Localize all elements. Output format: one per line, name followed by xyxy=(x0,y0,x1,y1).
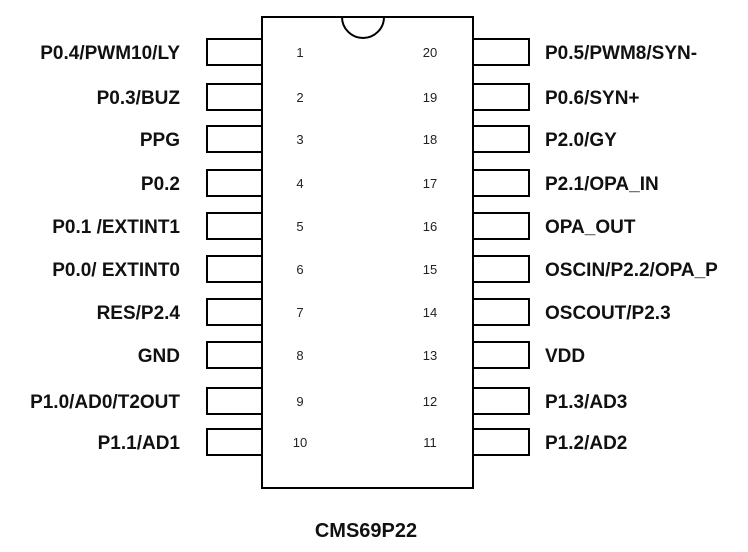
pin-6-lead xyxy=(206,255,263,283)
pin-13-number: 13 xyxy=(423,348,437,363)
pin-11-number: 11 xyxy=(423,435,437,450)
pin-2-number: 2 xyxy=(296,90,303,105)
pin-17-lead xyxy=(472,169,530,197)
pin-10-number: 10 xyxy=(293,435,307,450)
pin-4-label: P0.2 xyxy=(141,174,180,195)
pin-5-number: 5 xyxy=(296,219,303,234)
pin-15-label: OSCIN/P2.2/OPA_P xyxy=(545,260,718,281)
pin-18-label: P2.0/GY xyxy=(545,130,617,151)
pin-19-label: P0.6/SYN+ xyxy=(545,88,640,109)
pin-1-lead xyxy=(206,38,263,66)
pin-20-lead xyxy=(472,38,530,66)
pin-2-label: P0.3/BUZ xyxy=(97,88,181,109)
pin-10-label: P1.1/AD1 xyxy=(98,433,181,454)
pin-11-lead xyxy=(472,428,530,456)
pin-1-number: 1 xyxy=(296,45,303,60)
pin-4-number: 4 xyxy=(296,176,303,191)
pin-14-number: 14 xyxy=(423,305,437,320)
pin-3-lead xyxy=(206,125,263,153)
pin-3-number: 3 xyxy=(296,132,303,147)
pin-14-label: OSCOUT/P2.3 xyxy=(545,303,671,324)
pin-14-lead xyxy=(472,298,530,326)
pin-5-label: P0.1 /EXTINT1 xyxy=(52,217,180,238)
pin-13-label: VDD xyxy=(545,346,585,367)
pin-7-number: 7 xyxy=(296,305,303,320)
pin-4-lead xyxy=(206,169,263,197)
pin-7-lead xyxy=(206,298,263,326)
chip-body xyxy=(261,16,474,489)
pin-1-label: P0.4/PWM10/LY xyxy=(40,43,180,64)
pin-20-label: P0.5/PWM8/SYN- xyxy=(545,43,697,64)
pin-12-label: P1.3/AD3 xyxy=(545,392,627,413)
pin-3-label: PPG xyxy=(140,130,180,151)
pin-17-number: 17 xyxy=(423,176,437,191)
pin-12-number: 12 xyxy=(423,394,437,409)
pin-6-number: 6 xyxy=(296,262,303,277)
chip-name: CMS69P22 xyxy=(315,520,417,542)
pin-15-number: 15 xyxy=(423,262,437,277)
pin-16-lead xyxy=(472,212,530,240)
pin-2-lead xyxy=(206,83,263,111)
pin-5-lead xyxy=(206,212,263,240)
pin-8-lead xyxy=(206,341,263,369)
pin-19-number: 19 xyxy=(423,90,437,105)
pin-17-label: P2.1/OPA_IN xyxy=(545,174,659,195)
pin-16-number: 16 xyxy=(423,219,437,234)
pin-12-lead xyxy=(472,387,530,415)
pin-6-label: P0.0/ EXTINT0 xyxy=(52,260,180,281)
pin-8-label: GND xyxy=(138,346,180,367)
pin-11-label: P1.2/AD2 xyxy=(545,433,627,454)
pin-18-number: 18 xyxy=(423,132,437,147)
pin-15-lead xyxy=(472,255,530,283)
pin-8-number: 8 xyxy=(296,348,303,363)
pin-10-lead xyxy=(206,428,263,456)
chip-notch xyxy=(341,16,385,39)
pin-18-lead xyxy=(472,125,530,153)
pin-9-lead xyxy=(206,387,263,415)
pin-7-label: RES/P2.4 xyxy=(97,303,181,324)
pin-9-label: P1.0/AD0/T2OUT xyxy=(30,392,180,413)
pin-20-number: 20 xyxy=(423,45,437,60)
pin-9-number: 9 xyxy=(296,394,303,409)
pin-13-lead xyxy=(472,341,530,369)
pin-16-label: OPA_OUT xyxy=(545,217,636,238)
pin-19-lead xyxy=(472,83,530,111)
